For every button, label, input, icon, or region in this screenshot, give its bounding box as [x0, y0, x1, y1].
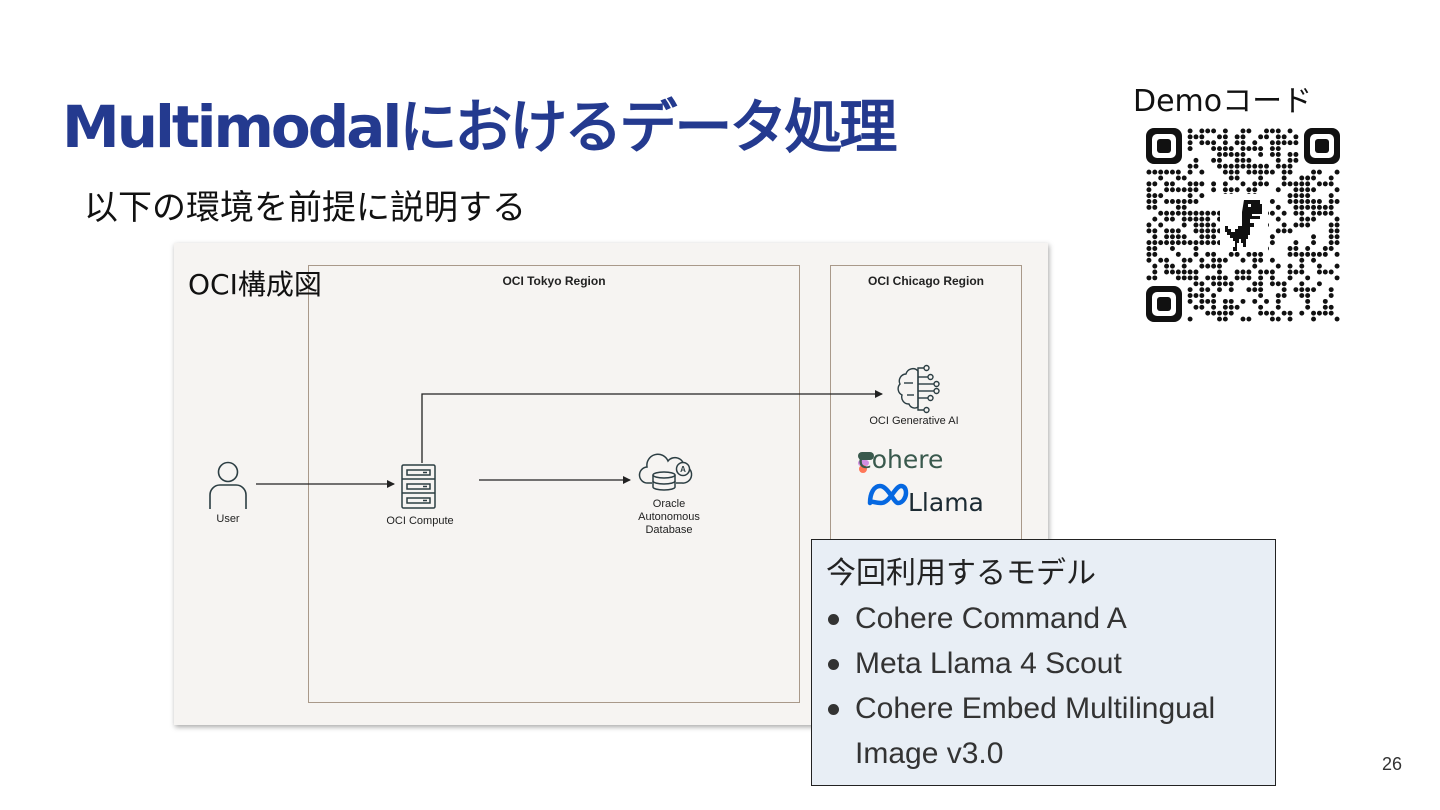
- database-label-line-2: Autonomous: [638, 511, 700, 523]
- dinosaur-icon: [1220, 194, 1268, 252]
- demo-code-label: Demoコード: [1133, 84, 1313, 119]
- model-item: Cohere Embed Multilingual Image v3.0: [826, 686, 1261, 776]
- qr-finder-top-left: [1146, 128, 1182, 164]
- tokyo-region-title: OCI Tokyo Region: [502, 274, 606, 288]
- user-label: User: [216, 513, 240, 525]
- models-callout: 今回利用するモデル Cohere Command A Meta Llama 4 …: [811, 539, 1276, 786]
- database-label: Oracle Autonomous Database: [614, 498, 724, 537]
- svg-text:A: A: [680, 465, 686, 474]
- diagram-connectors: A: [209, 364, 940, 509]
- slide-title: Multimodalにおけるデータ処理: [62, 93, 897, 161]
- server-icon: [401, 464, 436, 509]
- autonomous-database-icon: A: [638, 453, 693, 491]
- database-label-line-1: Oracle: [652, 498, 686, 510]
- page-number: 26: [1382, 754, 1403, 774]
- qr-finder-top-right: [1304, 128, 1340, 164]
- qr-code[interactable]: [1146, 128, 1340, 322]
- generative-ai-icon: [897, 364, 940, 414]
- slide-subtitle: 以下の環境を前提に説明する: [84, 188, 526, 228]
- diagram-label: OCI構成図: [188, 268, 322, 301]
- arrow-compute-to-genai: [421, 390, 883, 463]
- chicago-region-title: OCI Chicago Region: [867, 274, 984, 288]
- meta-logo-icon: [867, 483, 909, 506]
- compute-label: OCI Compute: [386, 515, 454, 527]
- llama-wordmark: Llama: [908, 488, 984, 517]
- models-callout-title: 今回利用するモデル: [826, 556, 1096, 591]
- cohere-wordmark: cohere: [858, 445, 944, 474]
- generative-ai-label: OCI Generative AI: [869, 415, 959, 427]
- models-list: Cohere Command A Meta Llama 4 Scout Cohe…: [826, 596, 1261, 776]
- model-item: Cohere Command A: [826, 596, 1261, 641]
- database-label-line-3: Database: [645, 524, 693, 536]
- cohere-logo-icon: [858, 452, 874, 473]
- qr-finder-bottom-left: [1146, 286, 1182, 322]
- model-item: Meta Llama 4 Scout: [826, 641, 1261, 686]
- user-icon: [209, 461, 247, 509]
